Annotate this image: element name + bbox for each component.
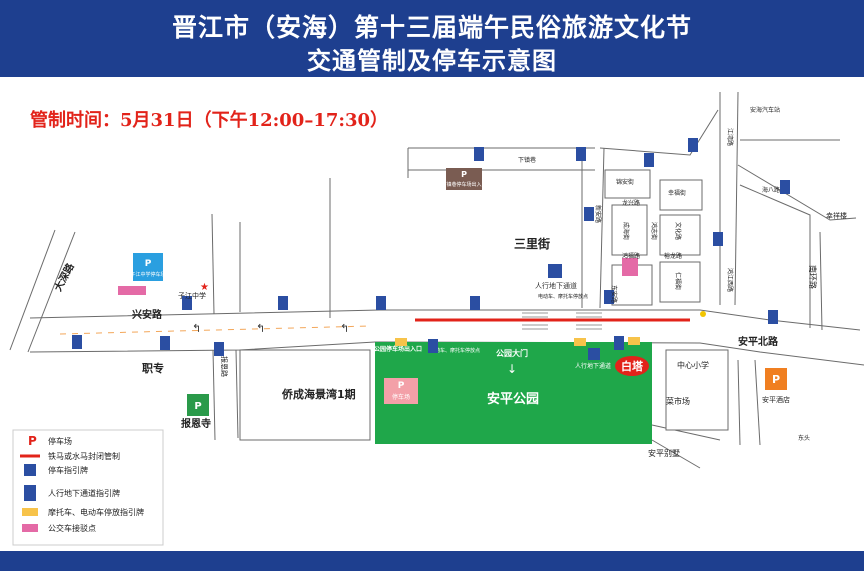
- school-star-icon: ★: [200, 282, 209, 293]
- underpass-sign-icon-2: [588, 348, 600, 360]
- page-title: 晋江市（安海）第十三届端午民俗旅游文化节: [171, 13, 692, 42]
- bike-note-label: 电动车、摩托车停放点: [430, 347, 480, 354]
- label-xinan: 新安路: [594, 205, 602, 223]
- bike-note-label-2: 电动车、摩托车停放点: [538, 293, 588, 300]
- place-caishichang: 菜市场: [666, 396, 690, 406]
- legend-label-bus: 公交车接驳点: [48, 523, 96, 533]
- label-hongzhi: 鸿志街: [650, 222, 658, 240]
- anping-park-label: 安平公园: [487, 391, 539, 407]
- legend-label-underpass: 人行地下通道指引牌: [48, 488, 120, 498]
- place-anping-hotel: 安平酒店: [762, 395, 790, 404]
- svg-text:P: P: [145, 259, 152, 269]
- street-dashen: 大深路: [51, 260, 77, 293]
- label-hongfu: 鸿福路: [622, 252, 640, 260]
- svg-text:↰: ↰: [340, 322, 349, 335]
- guide-signs: [72, 138, 790, 356]
- label-yulong: 裕龙路: [664, 252, 682, 260]
- turn-arrows: ↰ ↰ ↰: [192, 322, 349, 335]
- lane-marking: [59, 325, 371, 335]
- traffic-map: P 停车场 安平公园 公园大门 ↓ 公园停车场出入口 电动车、摩托车停放点 人行…: [9, 91, 864, 546]
- underpass-sign-icon: [548, 264, 562, 278]
- baita-label: 白塔: [621, 359, 644, 373]
- label-xingfu: 幸福街: [668, 189, 686, 197]
- road-network: [9, 91, 864, 469]
- street-xiachen: 下镇巷: [518, 156, 536, 164]
- label-longxing: 龙兴路: [622, 199, 640, 207]
- street-nanhuan: 南环路: [808, 265, 818, 289]
- legend-underpass-sign-icon: [24, 485, 36, 501]
- header-banner: 晋江市（安海）第十三届端午民俗旅游文化节 交通管制及停车示意图: [0, 0, 864, 77]
- svg-text:P: P: [461, 170, 467, 179]
- park-parking-entrance-label: 公园停车场出入口: [374, 345, 422, 353]
- moto-parking-signs: [395, 337, 640, 346]
- anping-park-area: [375, 342, 652, 444]
- label-wenhua: 文化路: [674, 222, 682, 240]
- place-zhongxin-school: 中心小学: [677, 360, 709, 370]
- legend-label-guide: 停车指引牌: [48, 465, 88, 475]
- label-dongan: 东安路: [610, 285, 618, 303]
- control-time-notice: 管制时间：5月31日（下午12:00–17:30）: [30, 110, 389, 131]
- place-zhuan: 职专: [142, 361, 164, 375]
- label-jinan: 锦安街: [616, 178, 634, 186]
- legend-label-moto: 摩托车、电动车停放指引牌: [48, 507, 144, 517]
- place-baoensi: 报恩寺: [181, 417, 211, 430]
- place-qiaocheng: 侨成海景湾1期: [281, 387, 356, 401]
- legend-moto-sign-icon: [22, 508, 38, 516]
- crosswalk: [522, 312, 602, 330]
- legend-label-closure: 铁马或水马封闭管制: [48, 451, 120, 461]
- street-jiangjie: 江湾路: [726, 128, 734, 146]
- street-hongjiang: 鸿江西路: [726, 268, 734, 292]
- footer-bar: [0, 551, 864, 571]
- legend: P 停车场 铁马或水马封闭管制 停车指引牌 人行地下通道指引牌 摩托车、电动车停…: [12, 429, 164, 546]
- underpass-label-1: 人行地下通道: [535, 281, 577, 290]
- baita-marker: [615, 356, 649, 376]
- svg-text:P: P: [772, 373, 780, 386]
- street-haibalu: 海八路: [762, 186, 780, 194]
- label-renfu: 仁福街: [674, 272, 682, 290]
- underpass-label-2: 人行地下通道: [575, 362, 611, 370]
- place-bottom-road: 东头: [798, 434, 810, 442]
- traffic-light-icon: [700, 311, 706, 317]
- place-ziyi-school: 子江中学: [178, 291, 206, 300]
- down-arrow-icon: ↓: [507, 362, 517, 376]
- park-gate-label: 公园大门: [496, 348, 528, 358]
- place-anping-villa: 安平别墅: [648, 448, 680, 458]
- xiachen-parking-label: 下镇巷停车场出入口: [441, 181, 486, 188]
- street-anping-north: 安平北路: [738, 335, 779, 348]
- street-xinglu: 幸祥楼: [826, 211, 847, 220]
- page-subtitle: 交通管制及停车示意图: [307, 46, 557, 75]
- place-baoensi-rd: 报恩路: [220, 356, 229, 377]
- street-anhai-bus: 安海汽车站: [750, 106, 780, 114]
- legend-parking-icon: P: [28, 434, 37, 448]
- street-sanlijie: 三里街: [514, 236, 550, 251]
- svg-text:↰: ↰: [256, 322, 265, 335]
- svg-text:P: P: [194, 401, 201, 412]
- legend-guide-sign-icon: [24, 464, 36, 476]
- park-parking-lot: [384, 378, 418, 404]
- legend-bus-icon: [22, 524, 38, 532]
- parking-markers: P P P P: [118, 168, 787, 416]
- label-chenghai: 成海街: [622, 222, 630, 240]
- building-blocks: [239, 169, 729, 441]
- legend-label-parking: 停车场: [48, 436, 72, 446]
- svg-text:P: P: [398, 381, 405, 391]
- svg-text:↰: ↰: [192, 322, 201, 335]
- street-xingan: 兴安路: [132, 308, 163, 321]
- park-parking-label: 停车场: [392, 393, 410, 401]
- ziyi-parking-label: 子江中学停车场: [130, 271, 165, 278]
